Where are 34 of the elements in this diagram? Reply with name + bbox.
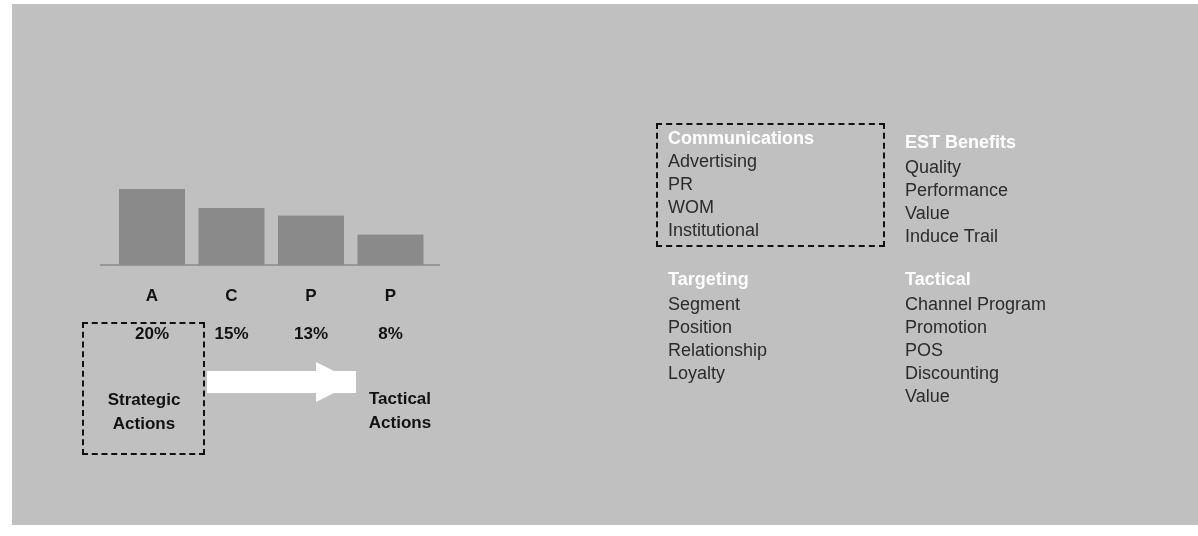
list-item: Relationship — [668, 339, 768, 362]
dashed-frame — [82, 322, 205, 455]
list-item: Channel Program — [905, 293, 1047, 316]
list-heading: EST Benefits — [905, 131, 1017, 154]
list-heading: Tactical — [905, 268, 971, 291]
list-item: Value — [905, 202, 950, 225]
category-label: P — [304, 286, 318, 306]
list-item: Performance — [905, 179, 1009, 202]
category-label: C — [224, 286, 239, 306]
list-item: Induce Trail — [905, 225, 999, 248]
value-label: 8% — [377, 324, 404, 344]
value-label: 20% — [134, 324, 170, 344]
block-arrow — [207, 362, 356, 402]
action-label: Strategic Actions — [106, 389, 182, 435]
list-item: Value — [905, 385, 950, 408]
list-item: Position — [668, 316, 733, 339]
list-item: Discounting — [905, 362, 1000, 385]
action-label: Tactical Actions — [367, 388, 433, 434]
list-item: Quality — [905, 156, 962, 179]
value-label: 13% — [293, 324, 329, 344]
list-heading: Communications — [668, 127, 814, 150]
category-label: P — [383, 286, 398, 306]
list-item: Loyalty — [668, 362, 726, 385]
dashed-frame — [656, 123, 885, 247]
list-item: Advertising — [668, 150, 758, 173]
list-item: Segment — [668, 293, 741, 316]
list-item: WOM — [668, 196, 714, 219]
value-label: 15% — [213, 324, 250, 344]
list-item: Promotion — [905, 316, 988, 339]
list-item: PR — [668, 173, 693, 196]
category-label: A — [144, 286, 160, 306]
list-item: Institutional — [668, 219, 760, 242]
list-item: POS — [905, 339, 943, 362]
list-heading: Targeting — [668, 268, 749, 291]
